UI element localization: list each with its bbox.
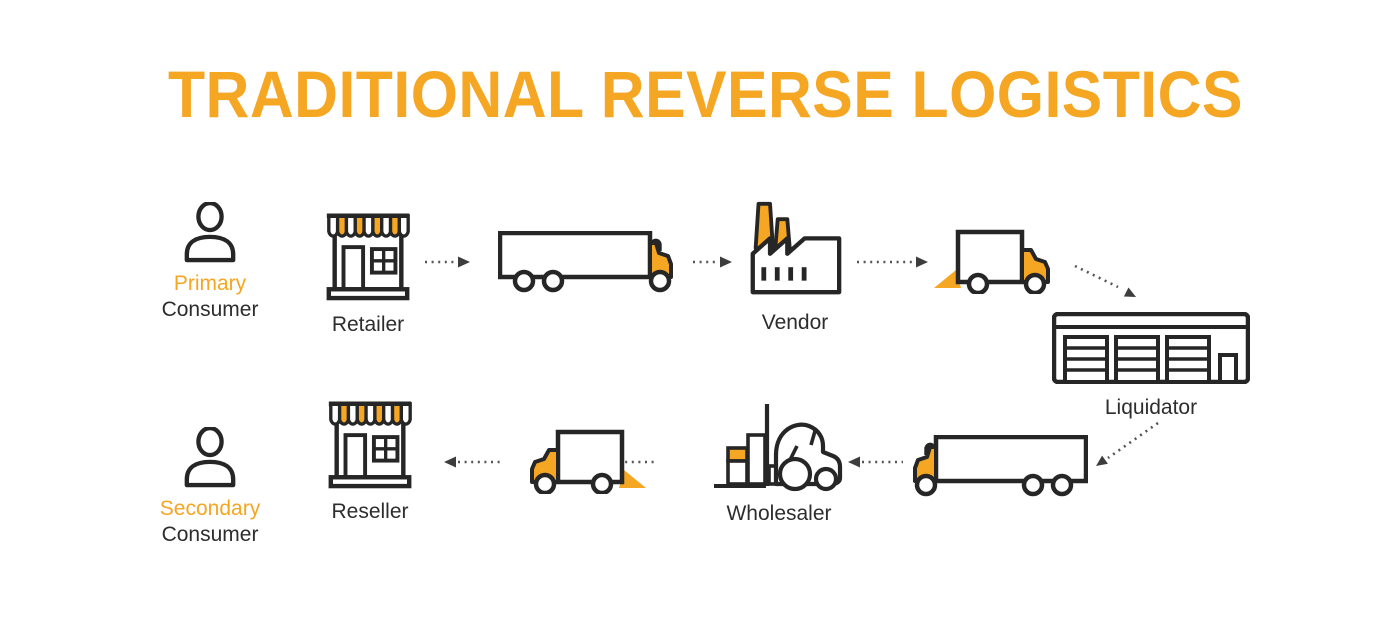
dotted-arrow-down-right-icon xyxy=(1070,260,1142,309)
semi-truck-icon xyxy=(913,435,1088,497)
box-truck-icon xyxy=(934,229,1050,294)
person-icon xyxy=(184,427,236,488)
liquidator-node xyxy=(1052,312,1250,384)
dotted-arrow-down-left-icon xyxy=(1092,420,1162,475)
ramp-shape xyxy=(619,470,646,488)
vendor-label: Vendor xyxy=(761,311,829,334)
primary-consumer-label: Primary Consumer xyxy=(135,271,285,323)
person-icon xyxy=(184,202,236,263)
ramp-shape xyxy=(934,270,961,288)
reseller-label: Reseller xyxy=(331,500,409,523)
secondary-consumer-label-line1: Secondary xyxy=(159,497,261,520)
secondary-consumer-node xyxy=(182,427,238,489)
box-truck-left-node xyxy=(520,428,648,494)
forklift-icon xyxy=(714,404,843,492)
wholesaler-label: Wholesaler xyxy=(726,502,832,525)
liquidator-label: Liquidator xyxy=(1104,396,1198,419)
semi-truck-left-node xyxy=(906,435,1088,497)
retailer-label: Retailer xyxy=(331,313,405,336)
secondary-consumer-label: Secondary Consumer xyxy=(135,496,285,548)
retailer-node xyxy=(318,204,418,302)
wholesaler-node xyxy=(700,400,850,496)
storefront-icon xyxy=(326,213,410,301)
semi-truck-right-node xyxy=(498,231,680,293)
storefront-icon xyxy=(328,401,412,489)
dotted-arrow-left-icon xyxy=(848,455,904,474)
reseller-node xyxy=(320,392,420,490)
box-truck-right-node xyxy=(932,228,1060,294)
box-truck-icon xyxy=(530,429,646,494)
factory-icon xyxy=(750,201,842,295)
dotted-arrow-right-icon xyxy=(692,255,732,274)
semi-truck-icon xyxy=(498,231,673,293)
primary-consumer-label-line1: Primary xyxy=(173,272,247,295)
secondary-consumer-label-line2: Consumer xyxy=(161,523,259,546)
vendor-node xyxy=(746,200,844,296)
dotted-arrow-left-icon xyxy=(444,455,502,474)
dotted-arrow-right-icon xyxy=(424,255,470,274)
dotted-arrow-right-icon xyxy=(856,255,928,274)
warehouse-icon xyxy=(1052,312,1250,384)
page-title: TRADITIONAL REVERSE LOGISTICS xyxy=(168,57,1243,131)
primary-consumer-label-line2: Consumer xyxy=(161,298,259,321)
primary-consumer-node xyxy=(182,202,238,264)
